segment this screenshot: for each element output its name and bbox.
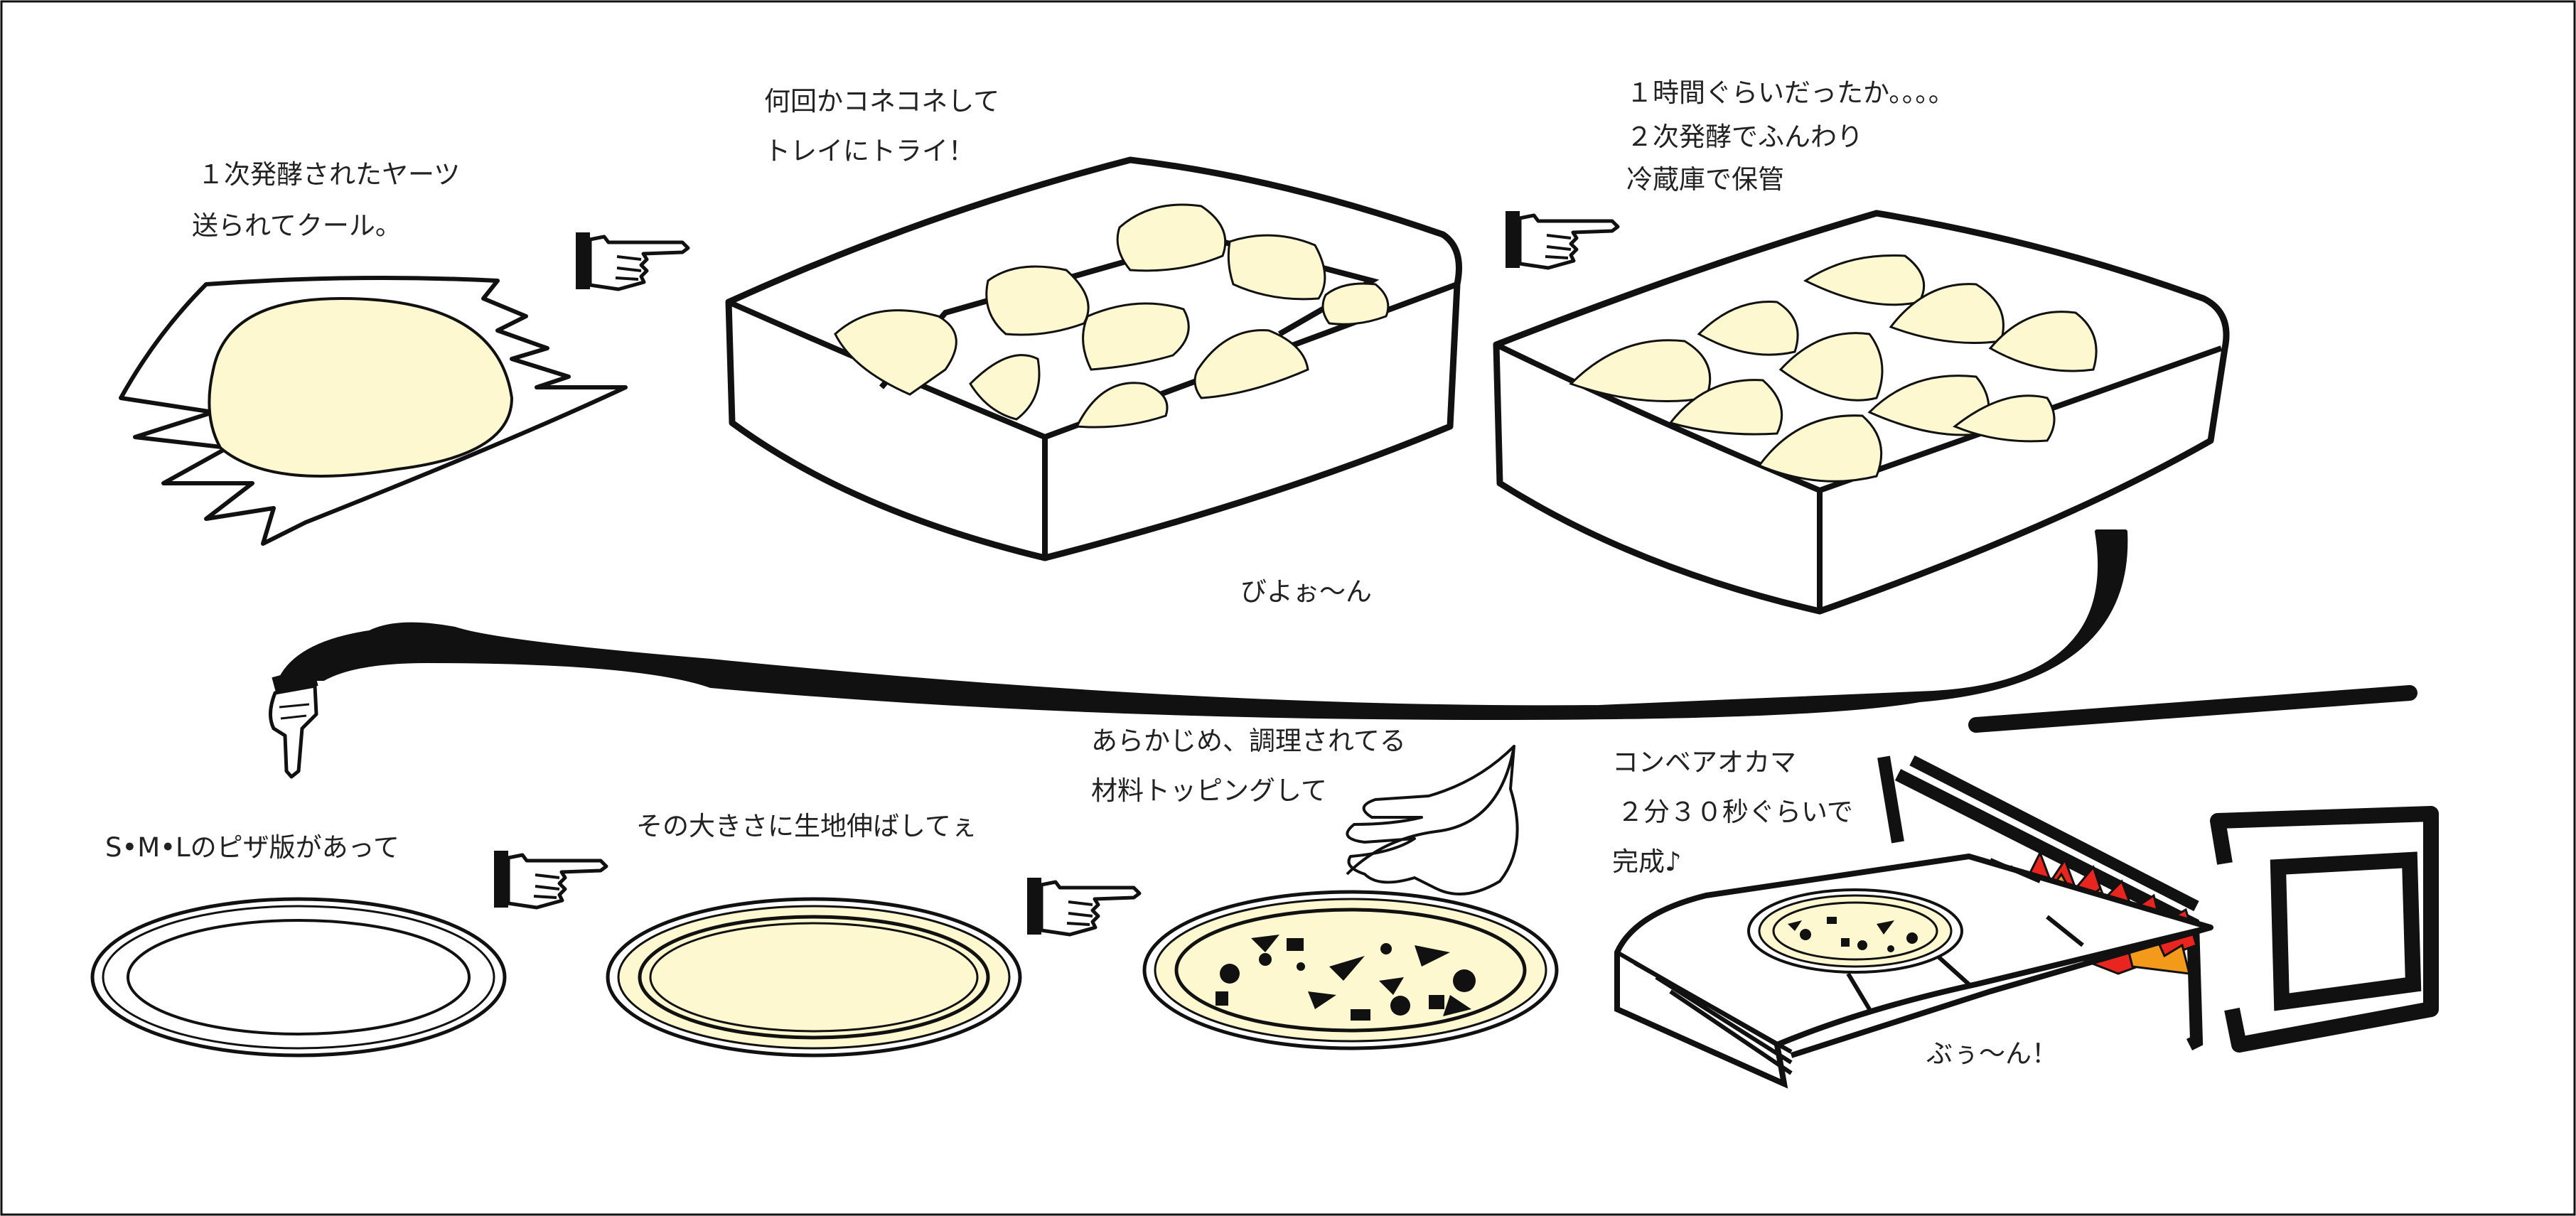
caption-step2-line2: トレイにトライ！ xyxy=(764,136,975,166)
caption-step6-line1: あらかじめ、調理されてる xyxy=(1091,726,1406,756)
captions: １次発酵されたヤーツ 送られてクール。 何回かコネコネして トレイにトライ！ １… xyxy=(105,77,2058,1069)
pointing-hand-icon xyxy=(269,666,318,779)
tray-proofed xyxy=(1493,210,2230,615)
caption-step3-line2: ２次発酵でふんわり xyxy=(1626,122,1863,152)
tray-kneaded xyxy=(725,156,1462,561)
pizza-pan-dough xyxy=(606,897,1022,1058)
conveyor-oven xyxy=(1614,685,2439,1089)
caption-step1-line1: １次発酵されたヤーツ xyxy=(198,159,460,190)
caption-step7-line3: 完成♪ xyxy=(1612,846,1682,877)
pointing-hand-icon xyxy=(1506,211,1618,268)
caption-step3-line3: 冷蔵庫で保管 xyxy=(1626,164,1784,195)
dough-wrapper xyxy=(119,276,628,546)
caption-step2-line1: 何回かコネコネして xyxy=(764,86,999,117)
caption-step1-line2: 送られてクール。 xyxy=(192,210,402,241)
pizza-pan-empty xyxy=(90,897,507,1058)
kneaded-dough-pieces xyxy=(834,203,1390,429)
swoosh-arm xyxy=(279,529,2128,720)
proofed-dough-pieces xyxy=(1569,254,2098,483)
caption-swoosh: びよぉ〜ん xyxy=(1240,576,1372,607)
caption-step3-line1: １時間ぐらいだったか。。。。 xyxy=(1626,77,1955,108)
waving-hand-icon xyxy=(1346,745,1519,895)
pointing-hand-icon xyxy=(576,232,688,289)
caption-oven-sound: ぶぅ〜ん！ xyxy=(1926,1038,2058,1069)
dough-ball xyxy=(208,296,514,478)
toppings xyxy=(1215,935,1476,1021)
pointing-hand-icon xyxy=(494,851,606,908)
pointing-hand-icon xyxy=(1027,878,1139,935)
caption-step5: その大きさに生地伸ばしてぇ xyxy=(636,811,977,841)
caption-step4: S•M•Lのピザ版があって xyxy=(105,832,399,863)
caption-step7-line1: コンベアオカマ xyxy=(1612,747,1796,778)
caption-step7-line2: ２分３０秒ぐらいで xyxy=(1617,797,1853,827)
caption-step6-line2: 材料トッピングして xyxy=(1091,775,1327,806)
pizza-pan-topped xyxy=(1142,890,1559,1050)
